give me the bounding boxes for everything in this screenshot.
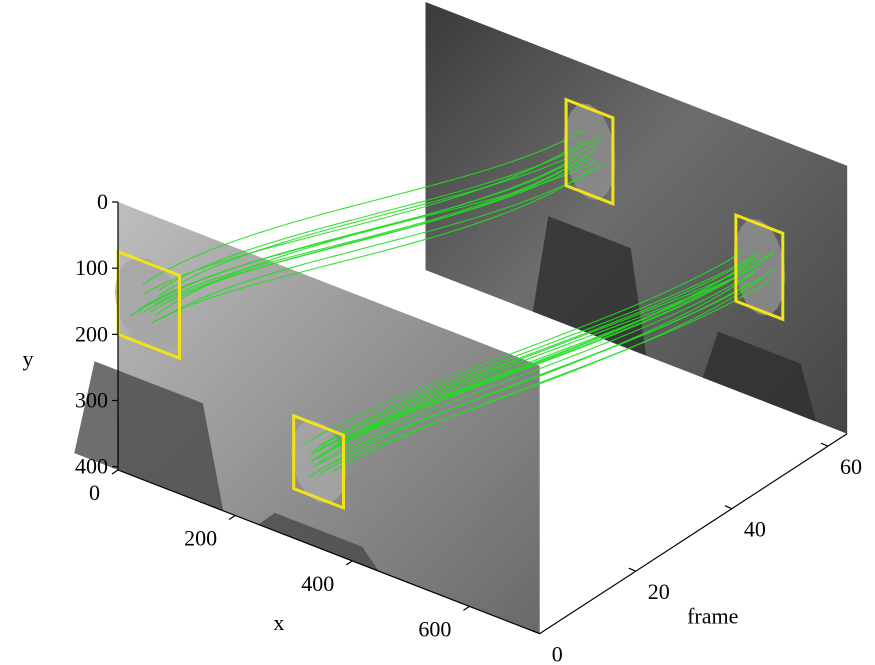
face-box [564, 97, 615, 206]
video-frame-start [118, 202, 540, 634]
trajectory-line [318, 251, 761, 447]
trajectory-line [333, 267, 776, 464]
trajectory-line [155, 159, 598, 316]
face-box [734, 212, 785, 322]
trajectory-line [143, 138, 586, 295]
x-tick [463, 605, 470, 611]
face-shape [291, 420, 346, 504]
frame-tick-label: 0 [552, 642, 563, 665]
x-tick-label: 400 [301, 571, 334, 596]
x-tick [228, 514, 236, 520]
face-box [292, 413, 345, 511]
x-tick [111, 469, 119, 475]
trajectory-line [150, 168, 593, 324]
face-shape [733, 218, 786, 316]
face-shape [563, 103, 616, 200]
frame-tick-label: 40 [744, 517, 766, 542]
trajectory-line [312, 272, 755, 468]
trajectory-line [154, 148, 597, 305]
x-tick-label: 600 [418, 616, 451, 641]
body-shape [258, 512, 379, 572]
x-tick-label: 200 [184, 525, 217, 550]
frame-tick [628, 567, 637, 572]
body-shape [74, 361, 224, 511]
x-tick-label: 0 [89, 480, 100, 505]
trajectory-line [330, 277, 773, 474]
frame-tick-label: 60 [840, 454, 862, 479]
trajectory-line [332, 251, 774, 448]
trajectory-line [309, 267, 751, 463]
y-tick-label: 400 [75, 454, 108, 479]
trajectory-line [130, 160, 573, 317]
y-tick-label: 100 [75, 255, 108, 280]
x-axis-label: x [273, 610, 284, 635]
y-tick-label: 200 [75, 321, 108, 346]
trajectory-line [159, 140, 601, 296]
trajectory-line [320, 278, 762, 474]
frame-axis-label: frame [687, 604, 738, 629]
x-tick [345, 560, 353, 566]
trajectory-line [312, 259, 754, 455]
frame-tick [532, 630, 540, 635]
video-frame-end [425, 2, 848, 434]
frame-axis-line [539, 433, 848, 635]
frame-tick-label: 20 [648, 579, 670, 604]
y-tick-label: 0 [97, 189, 108, 214]
trajectory-line [163, 162, 605, 319]
frame-tick [820, 442, 829, 447]
trajectory-line [142, 129, 584, 286]
y-tick-label: 300 [75, 388, 108, 413]
trajectory-line [302, 250, 745, 446]
trajectory-line [318, 267, 761, 463]
y-axis-label: y [23, 346, 34, 371]
body-shape [702, 331, 817, 422]
trajectory-line [331, 253, 773, 450]
frame-tick [724, 505, 733, 510]
trajectory-line [310, 257, 753, 453]
